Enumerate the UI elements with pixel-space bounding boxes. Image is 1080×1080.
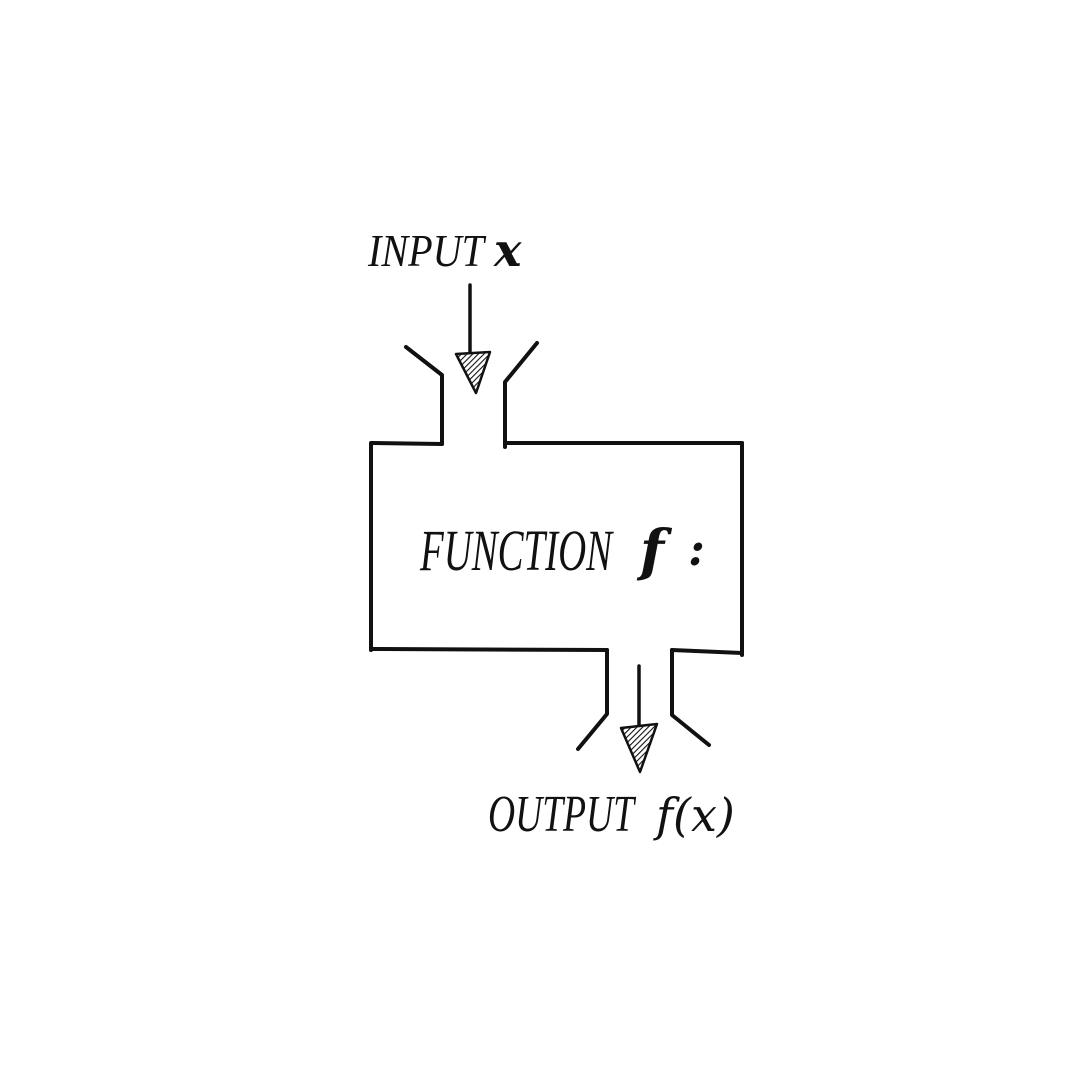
function-variable: f [636,518,673,584]
input-variable: x [493,223,522,277]
function-label-group: FUNCTION f : [419,518,705,584]
function-label: FUNCTION [419,518,614,583]
input-arrow [454,283,492,395]
function-colon: : [688,522,705,576]
output-expression: f(x) [653,788,735,842]
output-label-group: OUTPUT f(x) [488,786,735,843]
output-arrow [619,664,659,774]
output-label: OUTPUT [488,786,636,843]
input-label-group: INPUT x [367,223,522,277]
input-funnel [404,341,539,449]
input-label: INPUT [367,225,487,276]
machine-box [369,441,744,657]
output-chute [576,648,711,751]
